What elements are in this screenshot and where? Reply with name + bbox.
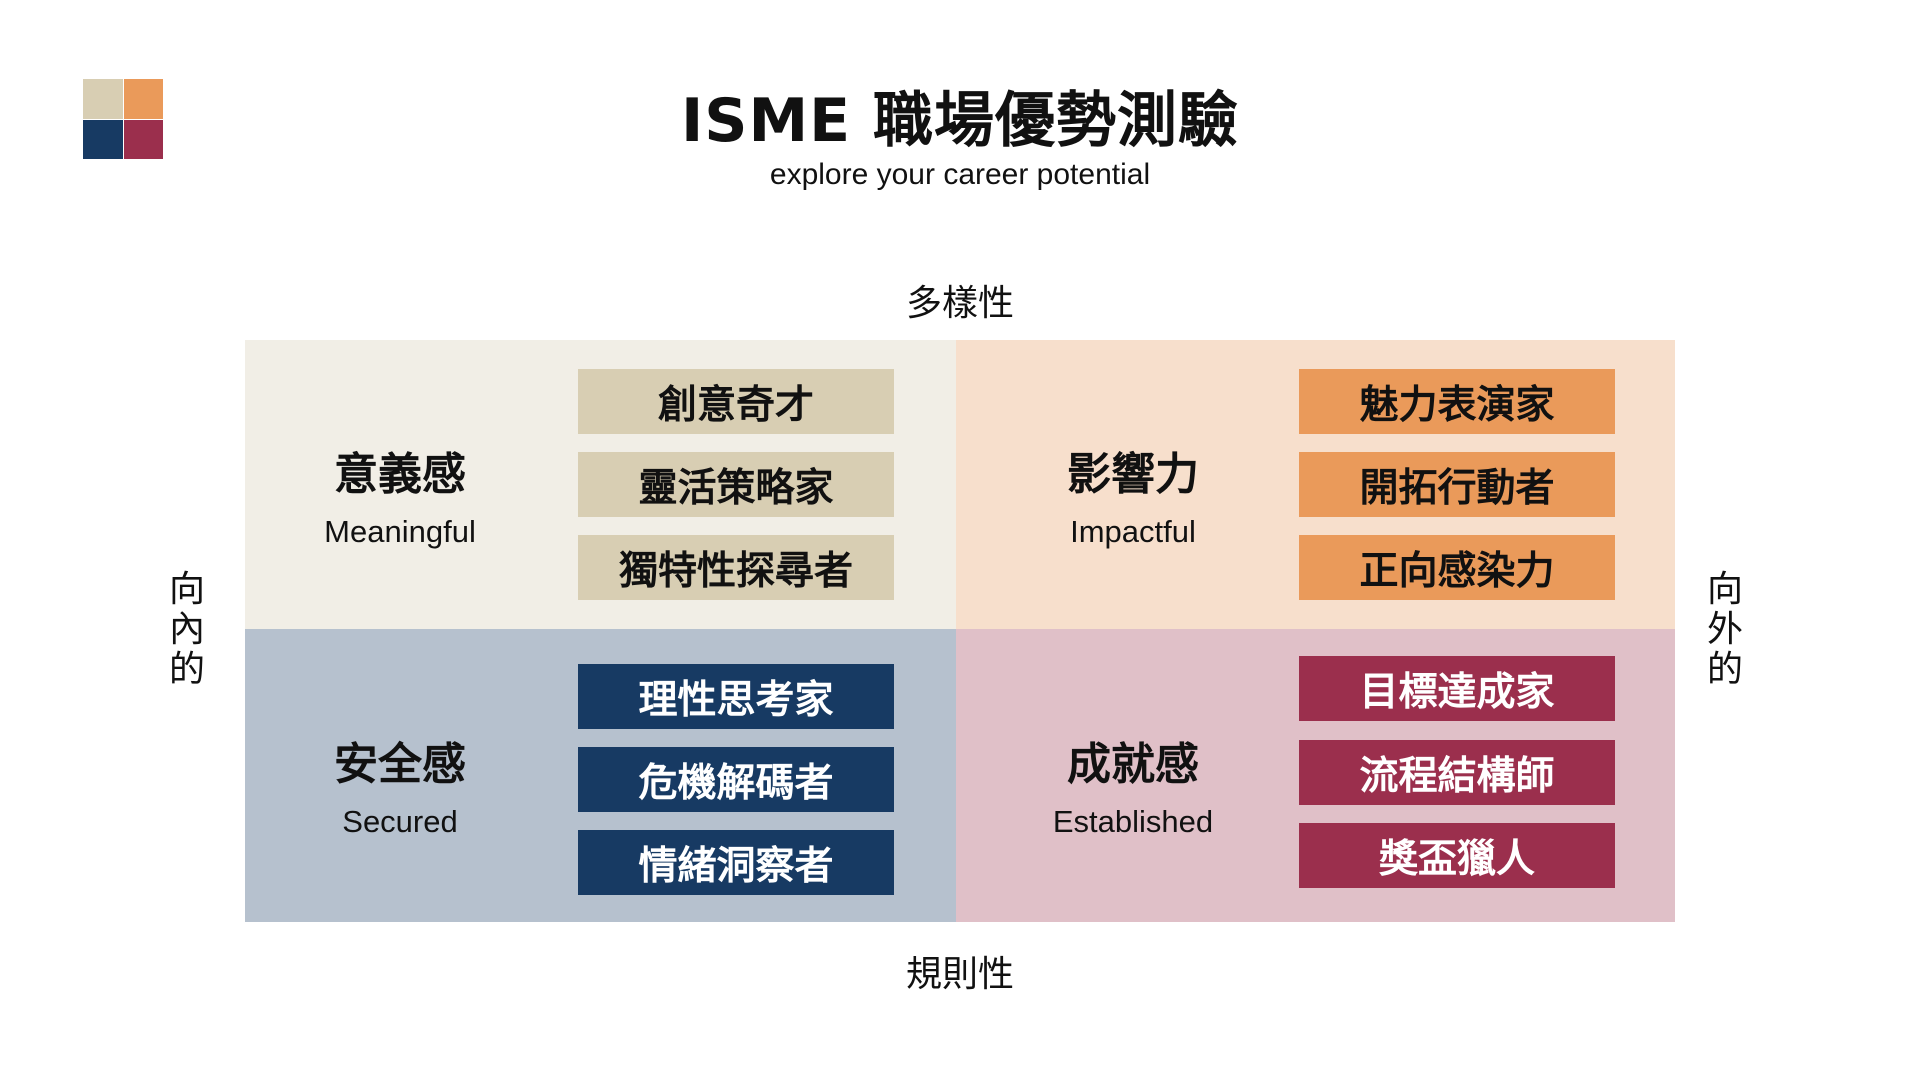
trait-chip: 正向感染力 bbox=[1299, 535, 1615, 600]
quadrant-title: 安全感 bbox=[334, 739, 466, 790]
trait-chip: 情緒洞察者 bbox=[578, 830, 894, 895]
quadrant-subtitle: Impactful bbox=[1070, 514, 1196, 549]
quadrant-subtitle: Established bbox=[1052, 804, 1214, 839]
trait-chip: 獨特性探尋者 bbox=[578, 535, 894, 600]
page-title: ISME 職場優勢測驗 bbox=[680, 86, 1240, 156]
logo-tile bbox=[123, 79, 163, 119]
quadrant-label: 安全感 Secured bbox=[250, 728, 550, 840]
trait-chip: 目標達成家 bbox=[1299, 656, 1615, 721]
page-subtitle: explore your career potential bbox=[769, 158, 1151, 191]
axis-right-label: 向外的 bbox=[1706, 569, 1743, 690]
trait-chip: 流程結構師 bbox=[1299, 740, 1615, 805]
trait-chip: 理性思考家 bbox=[578, 664, 894, 729]
trait-chip: 危機解碼者 bbox=[578, 747, 894, 812]
quadrant-subtitle: Meaningful bbox=[324, 514, 476, 549]
trait-chip: 創意奇才 bbox=[578, 369, 894, 434]
quadrant-label: 意義感 Meaningful bbox=[250, 438, 550, 550]
axis-top-label: 多樣性 bbox=[905, 283, 1014, 324]
axis-left-label: 向內的 bbox=[168, 569, 205, 690]
quadrant-title: 意義感 bbox=[334, 449, 466, 500]
quadrant-title: 影響力 bbox=[1067, 449, 1199, 500]
logo-tile bbox=[123, 119, 163, 159]
logo-tile bbox=[83, 119, 123, 159]
trait-chip: 魅力表演家 bbox=[1299, 369, 1615, 434]
trait-chip: 靈活策略家 bbox=[578, 452, 894, 517]
trait-chip: 獎盃獵人 bbox=[1299, 823, 1615, 888]
quadrant-label: 成就感 Established bbox=[983, 728, 1283, 840]
axis-bottom-label: 規則性 bbox=[905, 954, 1014, 995]
quadrant-subtitle: Secured bbox=[342, 804, 458, 839]
logo bbox=[83, 79, 163, 159]
trait-chip: 開拓行動者 bbox=[1299, 452, 1615, 517]
logo-tile bbox=[83, 79, 123, 119]
quadrant-title: 成就感 bbox=[1067, 739, 1199, 790]
quadrant-label: 影響力 Impactful bbox=[983, 438, 1283, 550]
